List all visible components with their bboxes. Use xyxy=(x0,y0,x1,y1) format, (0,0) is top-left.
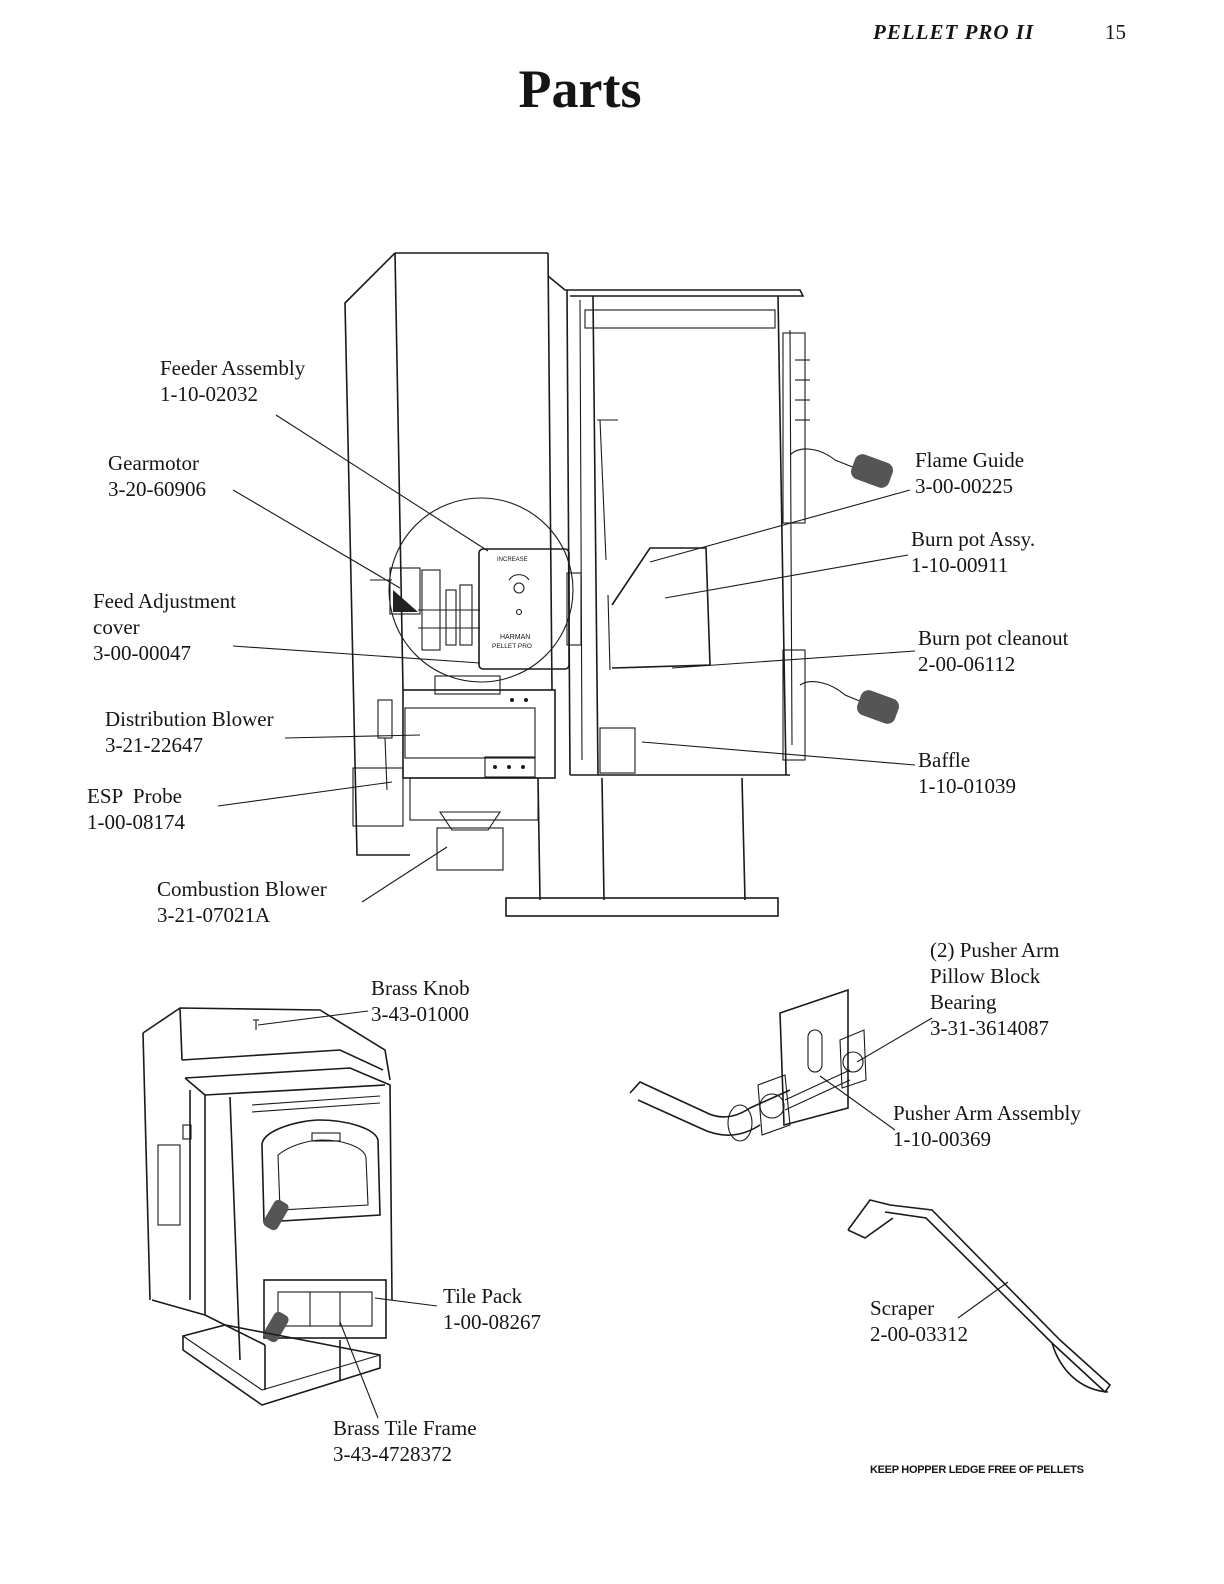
leader-lines xyxy=(217,414,1009,1419)
stove-front-view-drawing xyxy=(142,1007,393,1406)
page-number: 15 xyxy=(1105,20,1126,44)
page-title: Parts xyxy=(518,59,642,119)
pusher-arm-drawing xyxy=(629,988,867,1142)
panel-brand-label: HARMAN xyxy=(500,634,531,641)
header-title: PELLET PRO II xyxy=(873,20,1035,44)
panel-model-label: PELLET PRO xyxy=(492,643,532,650)
footer-note: KEEP HOPPER LEDGE FREE OF PELLETS xyxy=(870,1464,1084,1476)
stove-cutaway-drawing xyxy=(344,252,899,917)
part-label-burn-pot-assy: Burn pot Assy.1-10-00911 xyxy=(911,527,1036,577)
scraper-drawing xyxy=(847,1199,1112,1394)
panel-increase-label: INCREASE xyxy=(497,557,528,563)
